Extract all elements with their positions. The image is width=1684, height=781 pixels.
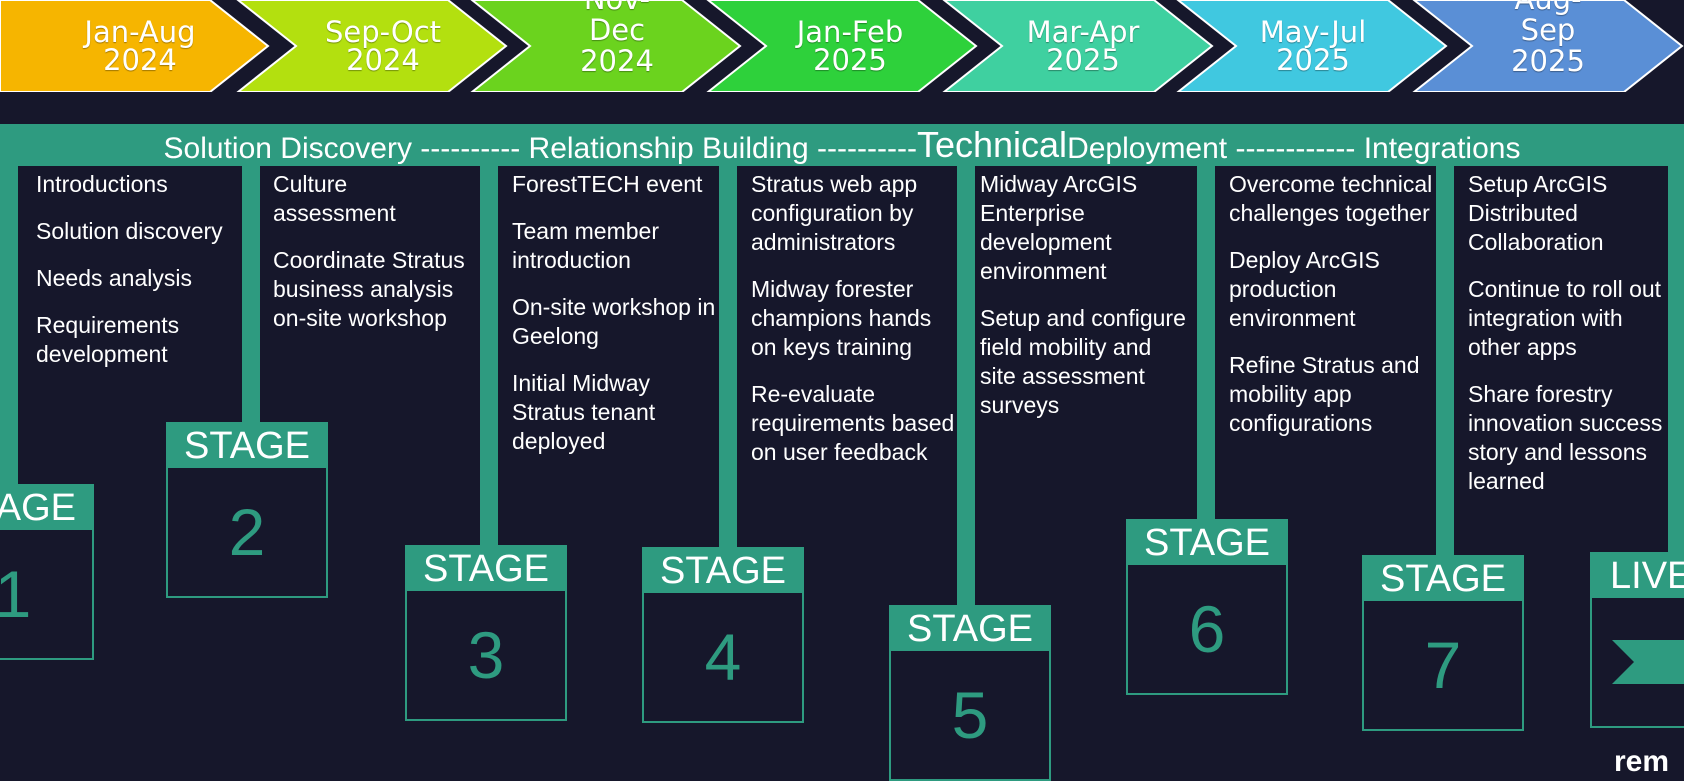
activity-item: Initial Midway Stratus tenant deployed (512, 370, 656, 454)
activity-item: Overcome technical challenges together (1229, 171, 1433, 226)
stage-box: STAGE 1 (0, 484, 94, 660)
connector-line (242, 166, 260, 422)
activity-item: Continue to roll out integration with ot… (1468, 276, 1662, 360)
stage-number: 3 (467, 618, 505, 692)
stage-heading: STAGE (0, 486, 92, 530)
stage-box: STAGE 2 (166, 422, 328, 598)
stage-heading: STAGE (644, 549, 802, 593)
stage-box: LIVE (1590, 552, 1684, 728)
banner-text-end: Deployment ------------ Integrations (1067, 132, 1521, 165)
stage-heading: STAGE (891, 607, 1049, 651)
stage-heading: LIVE (1592, 554, 1684, 598)
activity-item: Team member introduction (512, 218, 659, 273)
banner-text-start: Solution Discovery ---------- Relationsh… (163, 132, 917, 165)
activity-item: Midway ArcGIS Enterprise development env… (980, 171, 1138, 284)
connector-line (1436, 166, 1454, 556)
timeline-chevrons (0, 0, 1684, 92)
activity-item: Stratus web app configuration by adminis… (751, 171, 918, 255)
connector-line (0, 166, 18, 484)
connector-line (719, 166, 737, 548)
phase-chevron (1176, 0, 1448, 92)
stage-heading: STAGE (168, 424, 326, 468)
stage-heading: STAGE (1364, 557, 1522, 601)
stage-number: 5 (951, 678, 989, 752)
live-flag-icon (1612, 640, 1684, 684)
activity-item: Solution discovery (36, 218, 223, 244)
activity-item: Introductions (36, 171, 168, 197)
activity-item: Midway forester champions hands on keys … (751, 276, 932, 360)
activity-item: Culture assessment (273, 171, 396, 226)
activity-item: On-site workshop in Geelong (512, 294, 716, 349)
activity-item: Re-evaluate requirements based on user f… (751, 381, 955, 465)
activity-item: ForestTECH event (512, 171, 703, 197)
connector-line (1668, 166, 1684, 552)
stage-number (1592, 598, 1684, 726)
stage-box: STAGE 5 (889, 605, 1051, 781)
phase-chevron (706, 0, 978, 92)
phase-chevron (942, 0, 1214, 92)
phase-chevron (0, 0, 270, 92)
stage-number: 4 (704, 620, 742, 694)
stage-number: 1 (0, 557, 32, 631)
stage-activities-column: Midway ArcGIS Enterprise development env… (980, 166, 1190, 438)
phase-chevron (1412, 0, 1684, 92)
brand-logo: rem (1614, 745, 1670, 778)
connector-line (957, 166, 975, 606)
activity-item: Share forestry innovation success story … (1468, 381, 1663, 494)
activity-item: Refine Stratus and mobility app configur… (1229, 352, 1420, 436)
activity-item: Requirements development (36, 312, 180, 367)
banner-text-technical: Technical (916, 124, 1068, 165)
phase-banner: Solution Discovery ---------- Relationsh… (0, 124, 1684, 166)
activity-item: Needs analysis (36, 265, 192, 291)
connector-line (480, 166, 498, 546)
activity-item: Setup ArcGIS Distributed Collaboration (1468, 171, 1608, 255)
connector-line (1197, 166, 1215, 520)
stage-number: 2 (228, 495, 266, 569)
phase-chevron (236, 0, 508, 92)
stage-activities-column: Stratus web app configuration by adminis… (751, 166, 961, 485)
stage-box: STAGE 7 (1362, 555, 1524, 731)
activity-item: Coordinate Stratus business analysis on-… (273, 247, 465, 331)
stage-heading: STAGE (407, 547, 565, 591)
stage-number: 7 (1424, 628, 1462, 702)
stage-box: STAGE 3 (405, 545, 567, 721)
stage-heading: STAGE (1128, 521, 1286, 565)
phase-chevron (470, 0, 742, 92)
stage-number: 6 (1188, 592, 1226, 666)
stage-box: STAGE 6 (1126, 519, 1288, 695)
activity-item: Deploy ArcGIS production environment (1229, 247, 1380, 331)
stage-box: STAGE 4 (642, 547, 804, 723)
activity-item: Setup and configure field mobility and s… (980, 305, 1186, 418)
